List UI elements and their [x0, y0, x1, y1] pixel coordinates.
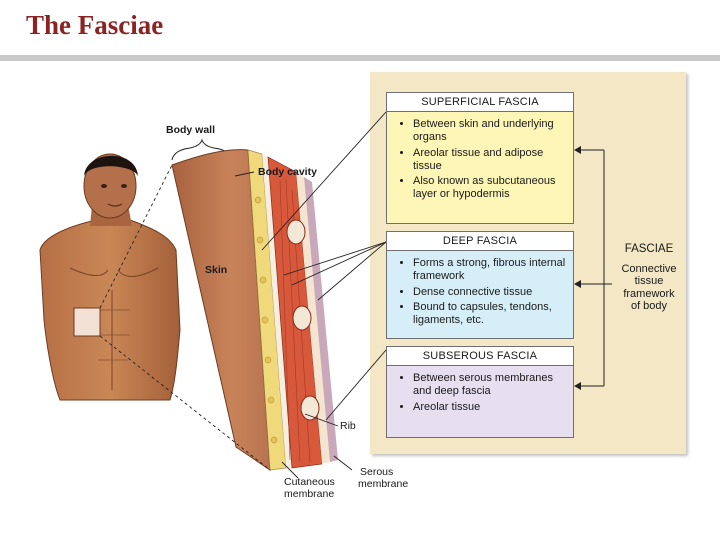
list-item: Between skin and underlying organs [413, 118, 569, 145]
zoom-line-top [99, 164, 173, 309]
serous-line-1: Serous [360, 466, 394, 478]
slide-title: The Fasciae [26, 10, 164, 40]
title-divider [0, 55, 720, 61]
body-cavity-label: Body cavity [258, 166, 317, 178]
serous-membrane-label: Serous membrane [358, 466, 408, 490]
tissue-cross-section [171, 149, 338, 471]
fasciae-line-2: tissue [634, 275, 664, 287]
list-item: Also known as subcutaneous layer or hypo… [413, 175, 569, 202]
superficial-fascia-list: Between skin and underlying organs Areol… [387, 118, 573, 202]
cutaneous-membrane-label: Cutaneous membrane [284, 476, 335, 500]
subserous-fascia-list: Between serous membranes and deep fascia… [387, 372, 573, 414]
leader-lines [234, 111, 387, 479]
subserous-fascia-header: SUBSEROUS FASCIA [387, 347, 573, 366]
skin-label: Skin [205, 264, 228, 276]
deep-fascia-header: DEEP FASCIA [387, 232, 573, 251]
cutaneous-line-2: membrane [284, 488, 335, 500]
body-wall-bracket [171, 138, 233, 161]
zoom-line-bottom [99, 335, 271, 471]
body-wall-label: Body wall [166, 124, 216, 136]
rib-label: Rib [340, 420, 356, 432]
fasciae-bracket [578, 149, 612, 387]
deep-fascia-box: DEEP FASCIA Forms a strong, fibrous inte… [386, 231, 574, 339]
list-item: Between serous membranes and deep fascia [413, 372, 569, 399]
fasciae-line-4: of body [630, 300, 668, 312]
superficial-fascia-header: SUPERFICIAL FASCIA [387, 93, 573, 112]
fasciae-line-1: Connective [621, 262, 677, 275]
list-item: Areolar tissue and adipose tissue [413, 147, 569, 174]
cutaneous-line-1: Cutaneous [284, 476, 335, 488]
list-item: Bound to capsules, tendons, ligaments, e… [413, 301, 569, 328]
fasciae-title: FASCIAE [624, 243, 674, 255]
list-item: Forms a strong, fibrous internal framewo… [413, 257, 569, 284]
bracket-arrowheads [574, 146, 581, 390]
list-item: Dense connective tissue [413, 286, 569, 299]
deep-fascia-list: Forms a strong, fibrous internal framewo… [387, 257, 573, 327]
fasciae-line-3: framework [623, 287, 675, 300]
fasciae-summary: FASCIAE Connective tissue framework of b… [612, 243, 686, 313]
list-item: Areolar tissue [413, 401, 569, 414]
human-figure [39, 153, 181, 401]
serous-line-2: membrane [358, 478, 409, 490]
superficial-fascia-box: SUPERFICIAL FASCIA Between skin and unde… [386, 92, 574, 224]
subserous-fascia-box: SUBSEROUS FASCIA Between serous membrane… [386, 346, 574, 438]
